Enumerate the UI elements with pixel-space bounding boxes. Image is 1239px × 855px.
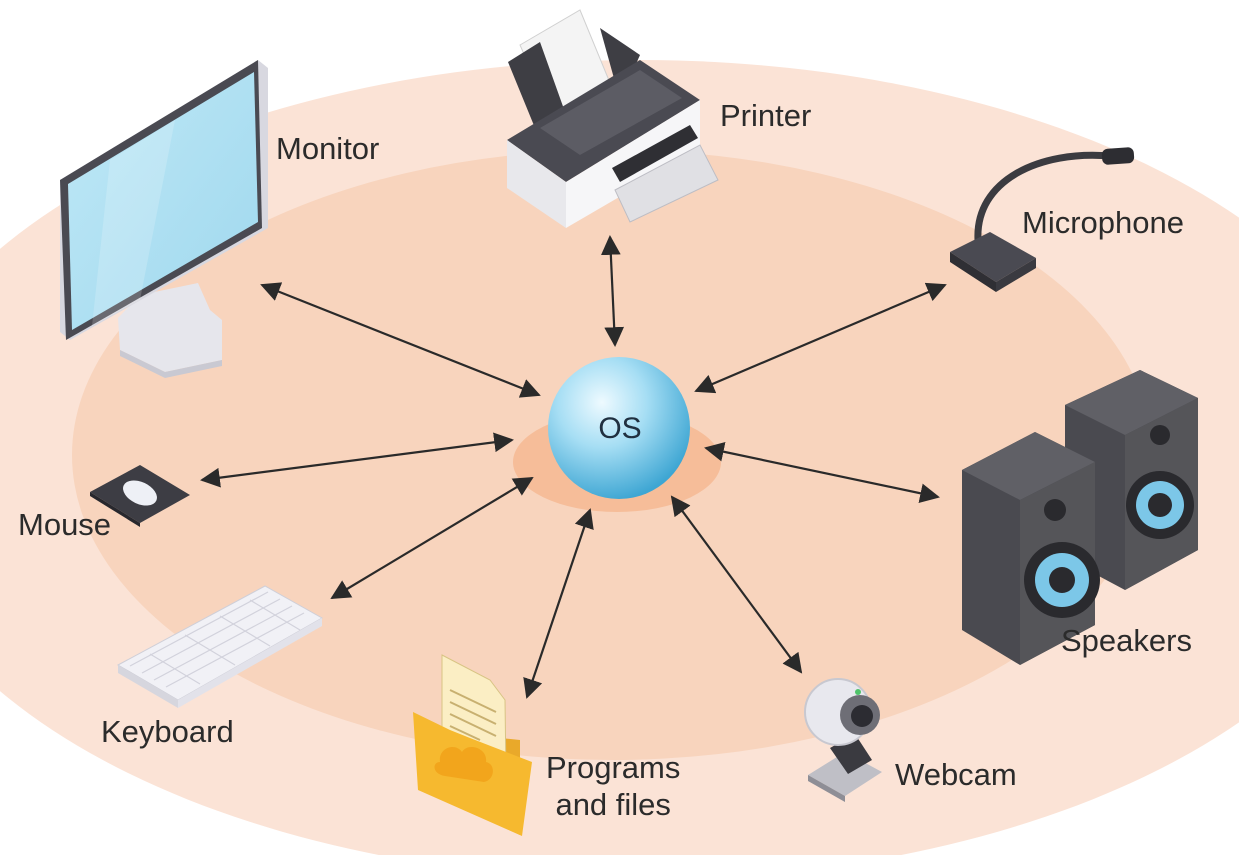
- device-label-microphone: Microphone: [1022, 205, 1184, 240]
- connection-arrows: [200, 235, 947, 699]
- arrow-mouse: [200, 432, 514, 488]
- arrow-speakers: [704, 441, 940, 504]
- device-label-printer: Printer: [720, 98, 812, 133]
- device-label-keyboard: Keyboard: [101, 714, 234, 749]
- keyboard-icon: [116, 585, 324, 708]
- arrow-webcam: [670, 495, 803, 674]
- os-label: OS: [598, 412, 642, 445]
- arrow-keyboard: [330, 476, 534, 600]
- webcam-icon: [804, 678, 882, 802]
- device-label-speakers: Speakers: [1061, 623, 1192, 658]
- arrow-microphone: [694, 282, 947, 394]
- device-label-webcam: Webcam: [895, 757, 1017, 792]
- device-label-mouse: Mouse: [18, 507, 112, 542]
- arrow-programs: [523, 508, 594, 699]
- arrow-monitor: [260, 282, 541, 398]
- monitor-icon: [60, 60, 268, 378]
- device-label-programs: Programs and files: [546, 750, 681, 822]
- device-label-monitor: Monitor: [276, 131, 380, 166]
- microphone-icon: [950, 147, 1135, 292]
- printer-icon: [507, 9, 719, 228]
- arrow-printer: [600, 235, 625, 347]
- folder-icon: [413, 654, 532, 836]
- os-sphere: [548, 357, 690, 499]
- mouse-icon: [90, 465, 190, 527]
- speakers-icon: [962, 370, 1198, 665]
